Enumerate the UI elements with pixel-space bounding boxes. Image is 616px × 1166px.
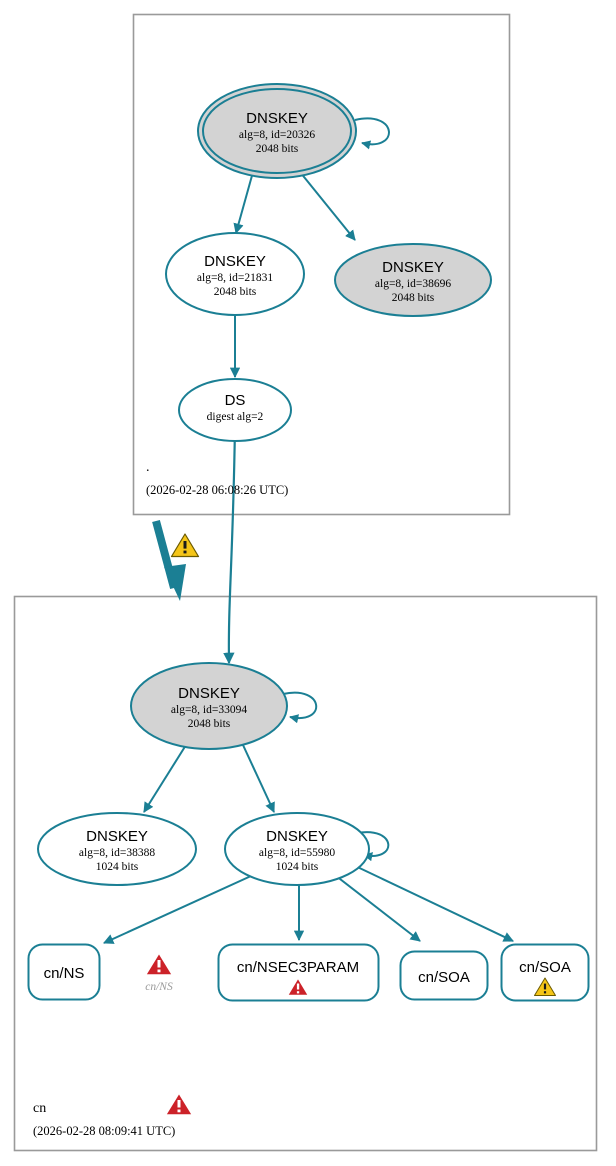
node-ellipse bbox=[37, 812, 197, 886]
rrset-label: cn/NSEC3PARAM bbox=[237, 959, 359, 976]
node-cn-dnskey-38388[interactable]: DNSKEY alg=8, id=38388 1024 bits bbox=[37, 812, 197, 886]
node-cn-dnskey-55980[interactable]: DNSKEY alg=8, id=55980 1024 bits bbox=[224, 812, 370, 886]
zone-timestamp-cn: (2026-02-28 08:09:41 UTC) bbox=[33, 1124, 175, 1138]
node-keysize-label: 1024 bits bbox=[96, 861, 139, 873]
zone-box-cn bbox=[13, 595, 598, 1152]
warning-icon bbox=[534, 977, 556, 996]
rrset-box bbox=[500, 943, 590, 1002]
node-keysize-label: 1024 bits bbox=[276, 861, 319, 873]
zone-name-cn: cn bbox=[33, 1101, 46, 1116]
node-cn-dnskey-33094[interactable]: DNSKEY alg=8, id=33094 2048 bits bbox=[130, 662, 288, 750]
node-type-label: DNSKEY bbox=[246, 110, 308, 127]
node-root-ds[interactable]: DS digest alg=2 bbox=[178, 378, 292, 442]
node-alg-id-label: alg=8, id=33094 bbox=[171, 704, 247, 716]
node-ellipse bbox=[178, 378, 292, 442]
node-inner-ring bbox=[202, 88, 352, 174]
node-ellipse bbox=[224, 812, 370, 886]
standalone-error-cn-ns[interactable]: cn/NS bbox=[144, 952, 174, 993]
edge-dnskey55980-to-cn-soa-2 bbox=[348, 862, 514, 942]
edge-ds-to-cn-dnskey33094 bbox=[223, 424, 237, 665]
error-icon bbox=[144, 952, 174, 976]
node-keysize-label: 2048 bits bbox=[214, 286, 257, 298]
zone-status-error-icon-cn[interactable] bbox=[164, 1092, 194, 1116]
rrset-label: cn/NS bbox=[44, 965, 85, 982]
rrset-box bbox=[399, 950, 489, 1001]
node-type-label: DNSKEY bbox=[382, 259, 444, 276]
rrset-cn-nsec3param[interactable]: cn/NSEC3PARAM bbox=[217, 943, 380, 1002]
node-alg-id-label: alg=8, id=38388 bbox=[79, 847, 155, 859]
node-type-label: DNSKEY bbox=[178, 685, 240, 702]
node-alg-id-label: alg=8, id=38696 bbox=[375, 278, 451, 290]
rrset-box bbox=[217, 943, 380, 1002]
node-type-label: DNSKEY bbox=[266, 828, 328, 845]
edge-self-sign-dnskey20326 bbox=[354, 117, 390, 150]
node-type-label: DNSKEY bbox=[86, 828, 148, 845]
zone-timestamp-root: (2026-02-28 06:08:26 UTC) bbox=[146, 483, 288, 497]
rrset-label: cn/SOA bbox=[519, 959, 571, 976]
edge-dnskey55980-to-cn-ns bbox=[103, 875, 252, 944]
node-alg-id-label: alg=8, id=20326 bbox=[239, 129, 315, 141]
node-keysize-label: 2048 bits bbox=[188, 718, 231, 730]
node-ellipse bbox=[334, 243, 492, 317]
edge-dnskey20326-to-dnskey21831 bbox=[233, 171, 254, 235]
node-root-dnskey-38696[interactable]: DNSKEY alg=8, id=38696 2048 bits bbox=[334, 243, 492, 317]
rrset-cn-ns[interactable]: cn/NS bbox=[27, 943, 101, 1001]
zone-name-root: . bbox=[146, 460, 150, 475]
error-caption: cn/NS bbox=[145, 981, 173, 993]
node-type-label: DS bbox=[225, 392, 246, 409]
node-type-label: DNSKEY bbox=[204, 253, 266, 270]
delegation-warning-icon[interactable] bbox=[170, 533, 200, 558]
zone-box-root bbox=[132, 13, 511, 516]
node-keysize-label: 2048 bits bbox=[256, 143, 299, 155]
error-icon bbox=[286, 977, 310, 997]
delegation-arrowhead bbox=[164, 564, 186, 601]
edge-dnskey33094-to-dnskey38388 bbox=[143, 744, 187, 813]
node-ellipse bbox=[165, 232, 305, 316]
node-alg-id-label: alg=8, id=55980 bbox=[259, 847, 335, 859]
node-digest-label: digest alg=2 bbox=[207, 411, 264, 423]
edge-self-sign-dnskey55980 bbox=[356, 831, 390, 862]
edge-dnskey33094-to-dnskey55980 bbox=[242, 744, 275, 813]
node-alg-id-label: alg=8, id=21831 bbox=[197, 272, 273, 284]
rrset-label: cn/SOA bbox=[418, 969, 470, 986]
node-root-dnskey-21831[interactable]: DNSKEY alg=8, id=21831 2048 bits bbox=[165, 232, 305, 316]
rrset-cn-soa-1[interactable]: cn/SOA bbox=[399, 950, 489, 1001]
edge-dnskey20326-to-dnskey38696 bbox=[299, 171, 356, 241]
edge-self-sign-dnskey33094 bbox=[282, 691, 318, 724]
edge-dnskey55980-to-cn-soa-1 bbox=[330, 871, 421, 942]
rrset-box bbox=[27, 943, 101, 1001]
node-keysize-label: 2048 bits bbox=[392, 292, 435, 304]
node-ellipse bbox=[130, 662, 288, 750]
rrset-cn-soa-2[interactable]: cn/SOA bbox=[500, 943, 590, 1002]
node-root-dnskey-20326[interactable]: DNSKEY alg=8, id=20326 2048 bits bbox=[197, 83, 357, 179]
